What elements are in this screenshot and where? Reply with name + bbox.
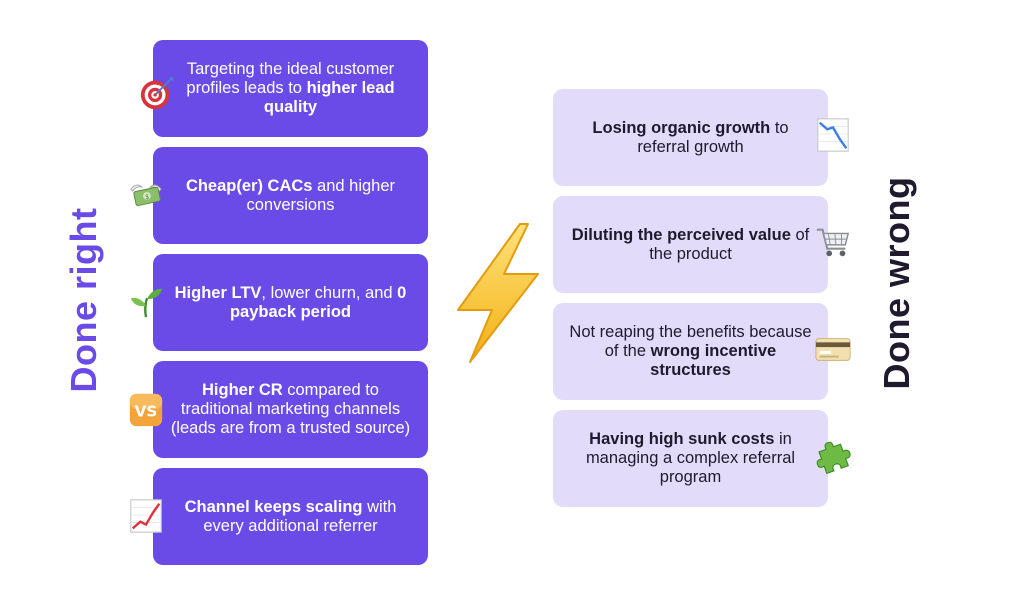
- chart-increasing-icon: [127, 497, 165, 535]
- money-wings-icon: $: [127, 176, 165, 214]
- done-right-card-5: Channel keeps scaling with every additio…: [153, 468, 428, 565]
- done-right-card-3: Higher LTV, lower churn, and 0 payback p…: [153, 254, 428, 351]
- done-wrong-card-1: Losing organic growth to referral growth: [553, 89, 828, 186]
- puzzle-piece-icon: [814, 438, 852, 476]
- svg-text:$: $: [145, 193, 149, 201]
- done-right-card-1: Targeting the ideal customer profiles le…: [153, 40, 428, 137]
- shopping-cart-icon: [814, 223, 852, 261]
- done-wrong-card-2: Diluting the perceived value of the prod…: [553, 196, 828, 293]
- done-right-title: Done right: [63, 207, 104, 393]
- done-right-card-4: Higher CR compared to traditional market…: [153, 361, 428, 458]
- seedling-icon: [127, 283, 165, 321]
- credit-card-icon: [814, 330, 852, 368]
- done-wrong-card-3: Not reaping the benefits because of the …: [553, 303, 828, 400]
- done-wrong-title: Done wrong: [876, 176, 917, 390]
- chart-decreasing-icon: [814, 116, 852, 154]
- lightning-bolt-icon: [457, 223, 539, 363]
- target-icon: [138, 74, 176, 112]
- svg-text:VS: VS: [135, 403, 158, 421]
- done-wrong-card-4: Having high sunk costs in managing a com…: [553, 410, 828, 507]
- done-right-card-2: Cheap(er) CACs and higher conversions: [153, 147, 428, 244]
- vs-icon: VS: [127, 391, 165, 429]
